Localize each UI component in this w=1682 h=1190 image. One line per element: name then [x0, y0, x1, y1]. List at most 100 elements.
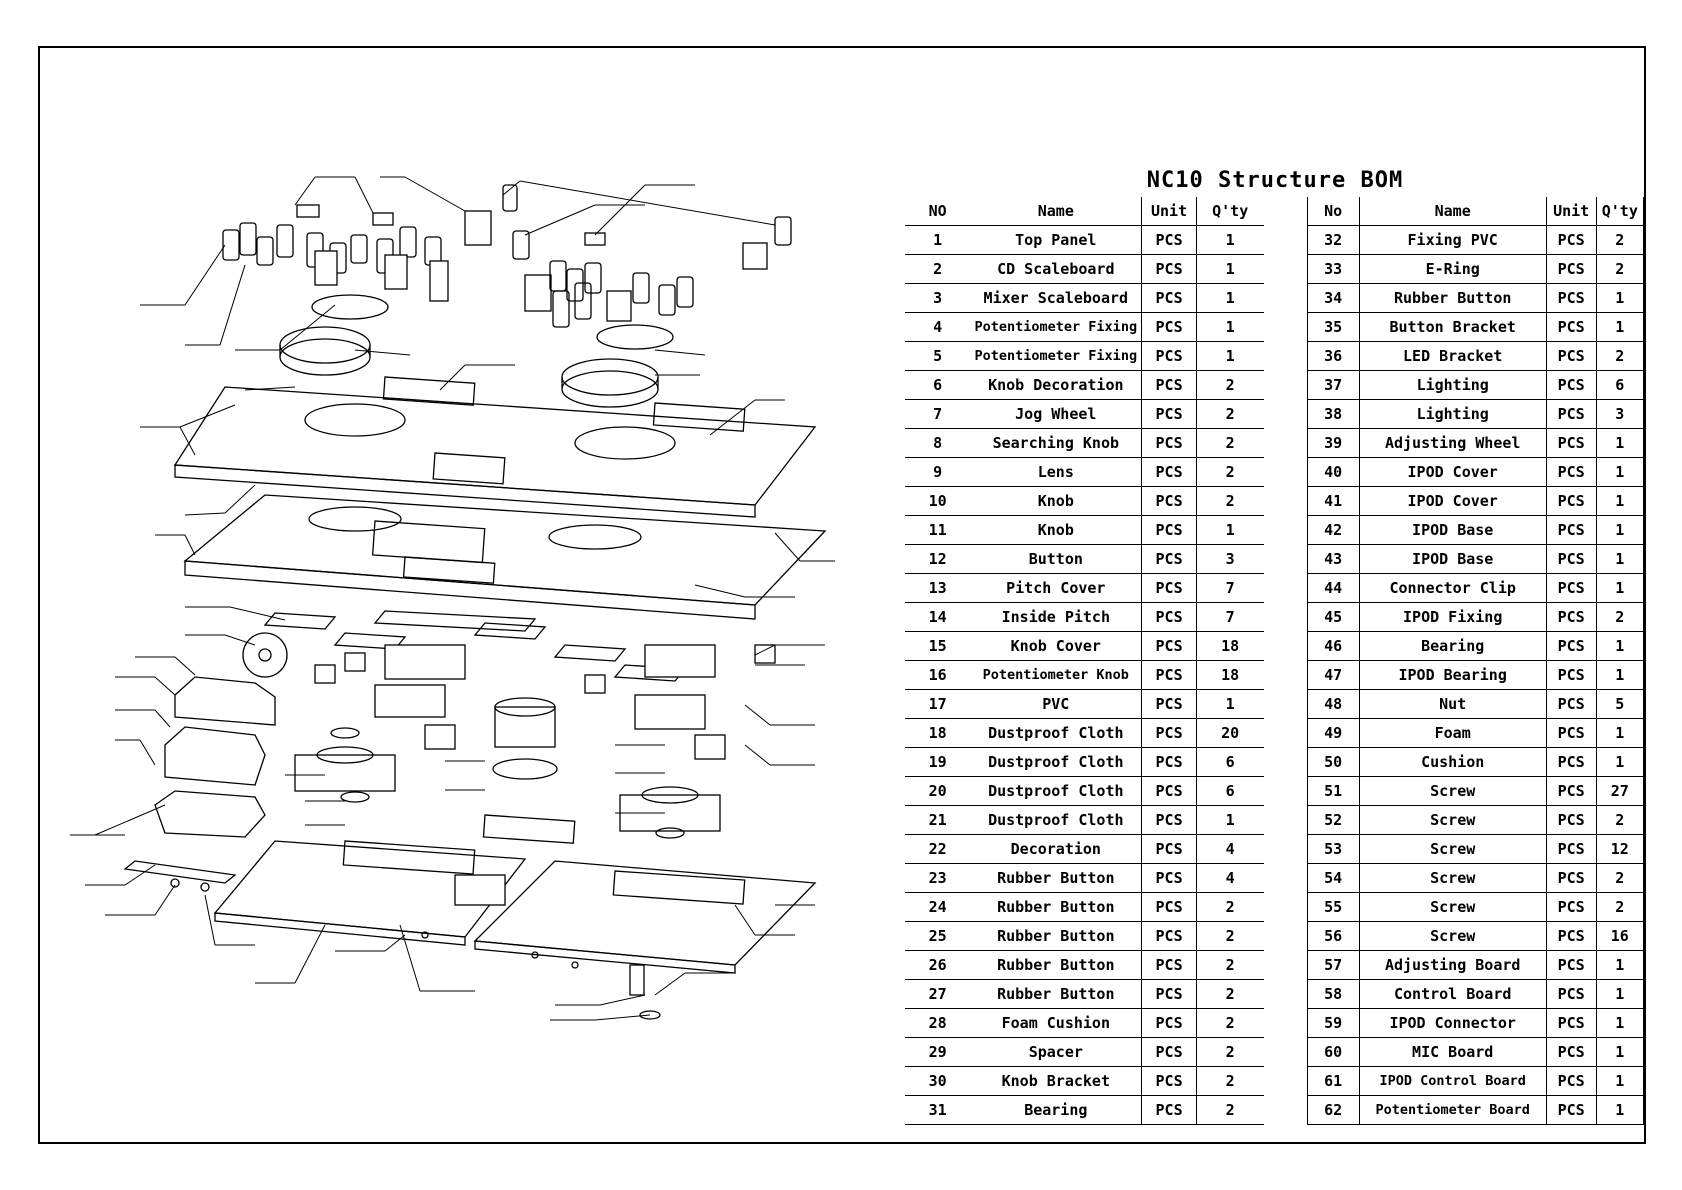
row-unit: PCS [1141, 254, 1197, 284]
row-qty: 2 [1195, 979, 1264, 1009]
row-unit: PCS [1141, 950, 1197, 980]
row-name-right: Adjusting Wheel [1358, 428, 1547, 458]
row-name-right: Connector Clip [1358, 573, 1547, 603]
column-gap [1264, 429, 1307, 458]
row-no: 28 [905, 1008, 971, 1038]
row-name: Spacer [970, 1037, 1142, 1067]
row-unit-right: PCS [1545, 399, 1597, 429]
row-no-right: 51 [1306, 776, 1360, 806]
row-name: Rubber Button [970, 950, 1142, 980]
column-gap [1264, 545, 1307, 574]
row-unit-right: PCS [1545, 1095, 1597, 1125]
row-unit-right: PCS [1545, 283, 1597, 313]
row-qty: 2 [1195, 950, 1264, 980]
row-no-right: 37 [1306, 370, 1360, 400]
column-gap [1264, 342, 1307, 371]
column-gap [1264, 603, 1307, 632]
row-unit-right: PCS [1545, 225, 1597, 255]
row-qty: 1 [1195, 254, 1264, 284]
row-name: Knob Bracket [970, 1066, 1142, 1096]
row-name-right: Cushion [1358, 747, 1547, 777]
row-no-right: 54 [1306, 863, 1360, 893]
row-qty-right: 5 [1595, 689, 1645, 719]
row-no-right: 47 [1306, 660, 1360, 690]
row-qty: 6 [1195, 747, 1264, 777]
row-no: 25 [905, 921, 971, 951]
row-name: Knob Cover [970, 631, 1142, 661]
row-unit-right: PCS [1545, 602, 1597, 632]
row-unit: PCS [1141, 370, 1197, 400]
row-no: 10 [905, 486, 971, 516]
row-qty-right: 3 [1595, 399, 1645, 429]
header-unit: Unit [1141, 197, 1197, 226]
row-no-right: 43 [1306, 544, 1360, 574]
row-qty: 18 [1195, 631, 1264, 661]
row-unit-right: PCS [1545, 573, 1597, 603]
row-name-right: MIC Board [1358, 1037, 1547, 1067]
row-no: 24 [905, 892, 971, 922]
column-gap [1264, 864, 1307, 893]
row-unit: PCS [1141, 689, 1197, 719]
row-qty-right: 1 [1595, 747, 1645, 777]
row-name-right: Screw [1358, 834, 1547, 864]
row-name: PVC [970, 689, 1142, 719]
row-name: Potentiometer Fixing [970, 341, 1142, 371]
column-gap [1264, 371, 1307, 400]
column-gap [1264, 255, 1307, 284]
row-qty-right: 1 [1595, 979, 1645, 1009]
row-unit: PCS [1141, 834, 1197, 864]
row-name: Mixer Scaleboard [970, 283, 1142, 313]
row-unit: PCS [1141, 776, 1197, 806]
column-gap [1264, 1038, 1307, 1067]
row-no-right: 33 [1306, 254, 1360, 284]
row-unit: PCS [1141, 1066, 1197, 1096]
exploded-view-drawing [70, 176, 835, 1021]
row-no-right: 49 [1306, 718, 1360, 748]
row-name-right: Bearing [1358, 631, 1547, 661]
row-name-right: IPOD Cover [1358, 486, 1547, 516]
row-no: 8 [905, 428, 971, 458]
row-qty: 1 [1195, 689, 1264, 719]
row-unit-right: PCS [1545, 863, 1597, 893]
control-boards [213, 814, 817, 974]
row-no-right: 35 [1306, 312, 1360, 342]
header-no: NO [905, 197, 971, 226]
row-unit: PCS [1141, 1095, 1197, 1125]
row-no: 11 [905, 515, 971, 545]
row-qty: 1 [1195, 515, 1264, 545]
row-qty: 1 [1195, 225, 1264, 255]
row-no: 22 [905, 834, 971, 864]
row-no: 19 [905, 747, 971, 777]
row-unit: PCS [1141, 399, 1197, 429]
row-name: Dustproof Cloth [970, 718, 1142, 748]
row-name-right: Foam [1358, 718, 1547, 748]
row-no: 16 [905, 660, 971, 690]
row-name: Jog Wheel [970, 399, 1142, 429]
row-unit: PCS [1141, 428, 1197, 458]
row-unit-right: PCS [1545, 486, 1597, 516]
row-name: Dustproof Cloth [970, 805, 1142, 835]
row-qty-right: 2 [1595, 805, 1645, 835]
row-unit-right: PCS [1545, 979, 1597, 1009]
column-gap [1264, 777, 1307, 806]
row-qty-right: 1 [1595, 660, 1645, 690]
row-no: 13 [905, 573, 971, 603]
row-no-right: 40 [1306, 457, 1360, 487]
row-no: 4 [905, 312, 971, 342]
adjusting-wheel [242, 632, 288, 678]
jog-wheel-right [561, 324, 674, 408]
row-unit: PCS [1141, 747, 1197, 777]
potentiometer-knobs-right [524, 260, 694, 328]
column-gap [1264, 719, 1307, 748]
